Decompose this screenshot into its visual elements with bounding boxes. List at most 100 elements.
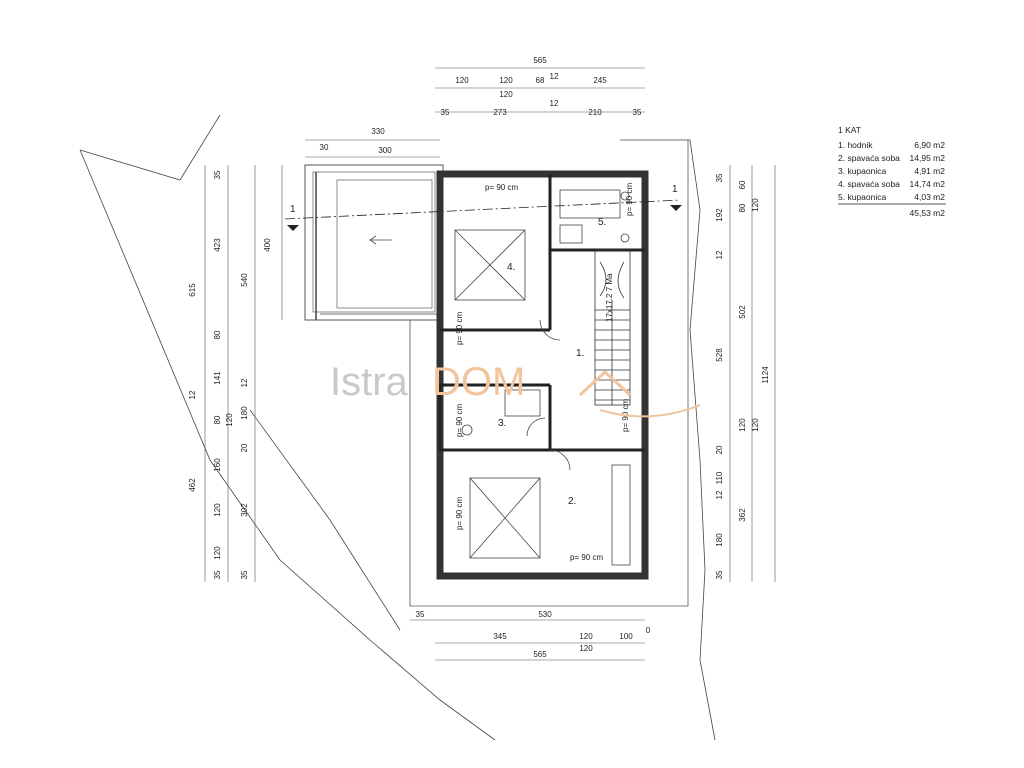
dim-top-d: 12 xyxy=(550,72,559,81)
dim-terrace-a: 30 xyxy=(320,143,329,152)
legend-total: 45,53 m2 xyxy=(910,208,946,218)
watermark-istra: Istra xyxy=(330,360,409,404)
door-label-top: p= 90 cm xyxy=(485,183,518,192)
dim-top-b: 120 xyxy=(499,76,513,85)
dim-left-second-3: 120 xyxy=(225,413,234,427)
dim-left-outer-top: 615 xyxy=(188,283,197,297)
watermark-dom: DOM xyxy=(432,360,525,404)
dim-left-inner-3: 80 xyxy=(213,330,222,339)
terrain-lines xyxy=(79,114,716,741)
dim-bottom-e: 100 xyxy=(619,632,633,641)
dim-top-c: 68 xyxy=(536,76,545,85)
dim-left-inner-1: 35 xyxy=(213,170,222,179)
legend-room-4-area: 14,74 m2 xyxy=(910,179,946,189)
dim-left-inner-2: 423 xyxy=(213,238,222,252)
dim-right-total: 1124 xyxy=(761,366,770,384)
room-3-label: 3. xyxy=(498,418,506,429)
watermark-roof-icon xyxy=(578,369,632,397)
dim-top-total: 565 xyxy=(533,56,547,65)
dim-right-c1-4: 20 xyxy=(715,445,724,454)
dim-terrace-total: 330 xyxy=(371,127,385,136)
dim-left-second-4: 180 xyxy=(240,406,249,420)
dim-terrace-height: 400 xyxy=(263,238,272,252)
dim-left-second-5: 20 xyxy=(240,443,249,452)
door-label-r3: p= 90 cm xyxy=(455,404,464,437)
site-boundary xyxy=(409,140,689,607)
terrace-dimensions: 330 30 300 400 xyxy=(263,127,392,252)
dim-right-c1-6: 35 xyxy=(715,570,724,579)
left-dimensions: 615 462 12 35 423 80 141 80 160 120 120 … xyxy=(188,170,249,579)
dim-bottom-f: 0 xyxy=(646,626,651,635)
dim-top-h: 273 xyxy=(493,108,507,117)
dim-bottom-d: 120 xyxy=(579,632,593,641)
top-dimensions: 565 120 120 68 12 245 120 35 273 12 210 … xyxy=(441,56,642,117)
dim-left-outer-bottom: 462 xyxy=(188,478,197,492)
dim-top-g: 35 xyxy=(441,108,450,117)
legend-room-2-name: 2. spavaća soba xyxy=(838,153,900,163)
stairs xyxy=(594,249,631,406)
door-label-r5: p= 90 cm xyxy=(625,183,634,216)
section-line xyxy=(284,199,682,231)
watermark-swoosh-icon xyxy=(599,404,701,418)
right-dimensions: 1124 35 12 528 20 12 35 60 80 192 120 11… xyxy=(715,173,770,579)
dim-bottom-a: 35 xyxy=(416,610,425,619)
dim-left-inner-6: 160 xyxy=(213,458,222,472)
dim-top-k: 35 xyxy=(633,108,642,117)
dim-right-c1b-3: 192 xyxy=(715,208,724,222)
dim-left-second-1: 540 xyxy=(240,273,249,287)
legend-title: 1 KAT xyxy=(838,125,861,135)
room-1-label: 1. xyxy=(576,348,584,359)
dim-bottom-b: 530 xyxy=(538,610,552,619)
dim-right-c1-2: 12 xyxy=(715,250,724,259)
stair-label: 17x17.2 7 Ma xyxy=(605,273,614,322)
dim-terrace-b: 300 xyxy=(378,146,392,155)
terrace xyxy=(304,164,444,321)
dim-right-c1b-2: 80 xyxy=(738,203,747,212)
dim-right-c1b-6: 180 xyxy=(715,533,724,547)
dim-top-f: 120 xyxy=(499,90,513,99)
dim-bottom-total: 565 xyxy=(533,650,547,659)
door-label-r2: p= 90 cm xyxy=(455,497,464,530)
legend-room-2-area: 14,95 m2 xyxy=(910,153,946,163)
legend-room-5-name: 5. kupaonica xyxy=(838,192,886,202)
legend-room-1-name: 1. hodnik xyxy=(838,140,873,150)
dim-left-inner-8: 120 xyxy=(213,546,222,560)
dim-left-inner-7: 120 xyxy=(213,503,222,517)
dim-top-a: 120 xyxy=(455,76,469,85)
dim-left-mid: 12 xyxy=(188,390,197,399)
dim-bottom-g: 120 xyxy=(579,644,593,653)
dim-right-c1-1: 35 xyxy=(715,173,724,182)
dim-left-second-2: 12 xyxy=(240,378,249,387)
legend-room-4-name: 4. spavaća soba xyxy=(838,179,900,189)
legend-room-1-area: 6,90 m2 xyxy=(914,140,945,150)
room-4-label: 4. xyxy=(507,262,515,273)
room-numbers: 1. 2. 3. 4. 5. xyxy=(498,217,606,507)
dim-left-inner-5: 80 xyxy=(213,415,222,424)
section-marker-left: 1 xyxy=(290,204,296,215)
dim-left-inner-9: 35 xyxy=(213,570,222,579)
dim-right-c1b-1: 60 xyxy=(738,180,747,189)
dim-right-c2-4: 362 xyxy=(738,508,747,522)
legend-room-5-area: 4,03 m2 xyxy=(914,192,945,202)
dimension-lines xyxy=(204,67,776,661)
dim-right-c1-5: 12 xyxy=(715,490,724,499)
room-2-label: 2. xyxy=(568,496,576,507)
dim-left-second-7: 35 xyxy=(240,570,249,579)
legend-room-3-area: 4,91 m2 xyxy=(914,166,945,176)
door-label-bottom: p= 90 cm xyxy=(570,553,603,562)
dim-right-c1-3: 528 xyxy=(715,348,724,362)
legend-room-3-name: 3. kupaonica xyxy=(838,166,886,176)
dim-top-i: 12 xyxy=(550,99,559,108)
dim-right-c1b-5: 110 xyxy=(715,471,724,484)
room-legend: 1 KAT 1. hodnik 6,90 m2 2. spavaća soba … xyxy=(838,125,946,218)
bottom-dimensions: 35 530 345 120 100 0 120 565 xyxy=(416,610,651,659)
dim-right-c2-2: 502 xyxy=(738,305,747,319)
fixtures xyxy=(454,189,631,566)
dim-right-c2-3: 120 xyxy=(751,418,760,432)
dim-bottom-c: 345 xyxy=(493,632,507,641)
watermark: Istra DOM xyxy=(330,360,701,418)
dim-left-second-6: 302 xyxy=(240,503,249,517)
room-5-label: 5. xyxy=(598,217,606,228)
